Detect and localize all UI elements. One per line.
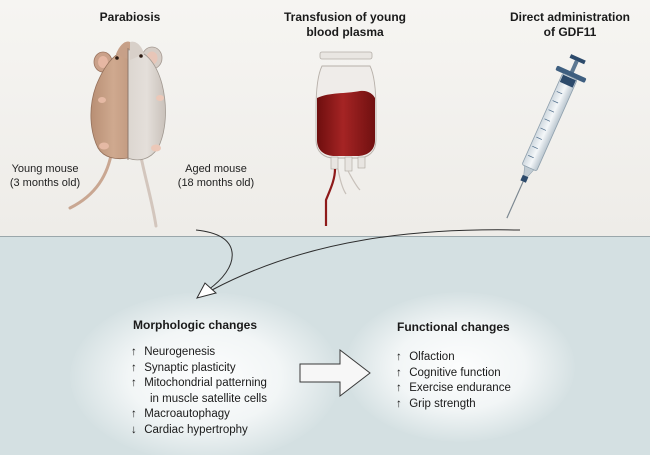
list-item: ↑ Macroautophagy [131,407,267,423]
transfusion-heading-line2: blood plasma [306,25,384,39]
gdf11-heading-line1: Direct administration [509,10,631,24]
functional-changes-title: Functional changes [397,320,510,334]
young-mouse-caption: Young mouse (3 months old) [4,162,86,190]
functional-changes-list: ↑ Olfaction ↑ Cognitive function ↑ Exerc… [396,350,511,412]
gdf11-heading-line2: of GDF11 [543,25,597,39]
transfusion-heading: Transfusion of young blood plasma [270,10,420,40]
list-item: ↓ Cardiac hypertrophy [131,423,267,439]
young-mouse-caption-line1: Young mouse [11,163,79,175]
list-item: ↑ Grip strength [396,397,511,413]
list-item: ↑ Mitochondrial patterning [131,376,267,392]
parabiosis-heading: Parabiosis [99,10,161,24]
gdf11-heading: Direct administration of GDF11 [500,10,640,40]
list-item: ↑ Cognitive function [396,366,511,382]
increase-arrow: ↑ [396,382,402,394]
list-item: ↑ Exercise endurance [396,381,511,397]
syringe-illustration [506,54,587,219]
aged-mouse-caption: Aged mouse (18 months old) [170,162,262,190]
plasma-bag-illustration [315,51,377,226]
increase-arrow: ↑ [131,361,137,374]
increase-arrow: ↑ [396,366,402,379]
morphologic-changes-list: ↑ Neurogenesis ↑ Synaptic plasticity ↑ M… [131,345,267,438]
functional-glow [345,292,575,442]
increase-arrow: ↑ [131,346,137,358]
increase-arrow: ↑ [131,408,137,420]
list-item: in muscle satellite cells [150,392,267,405]
morphologic-glow [70,292,340,462]
list-item: ↑ Synaptic plasticity [131,361,267,377]
increase-arrow: ↑ [396,397,402,410]
young-mouse-illustration [68,41,130,210]
transfusion-heading-line1: Transfusion of young [284,10,406,24]
young-mouse-caption-line2: (3 months old) [9,177,81,189]
hollow-right-arrow [299,348,371,398]
increase-arrow: ↑ [396,351,402,363]
decrease-arrow: ↓ [131,423,137,436]
morphologic-changes-title: Morphologic changes [133,318,258,332]
aged-mouse-caption-line2: (18 months old) [177,177,255,189]
increase-arrow: ↑ [131,377,137,389]
list-item: ↑ Neurogenesis [131,345,267,361]
convergence-arrowhead [196,282,218,299]
aged-mouse-caption-line1: Aged mouse [185,163,247,175]
list-item: ↑ Olfaction [396,350,511,366]
flow-arrows [195,229,521,291]
aged-mouse-illustration [127,41,166,228]
